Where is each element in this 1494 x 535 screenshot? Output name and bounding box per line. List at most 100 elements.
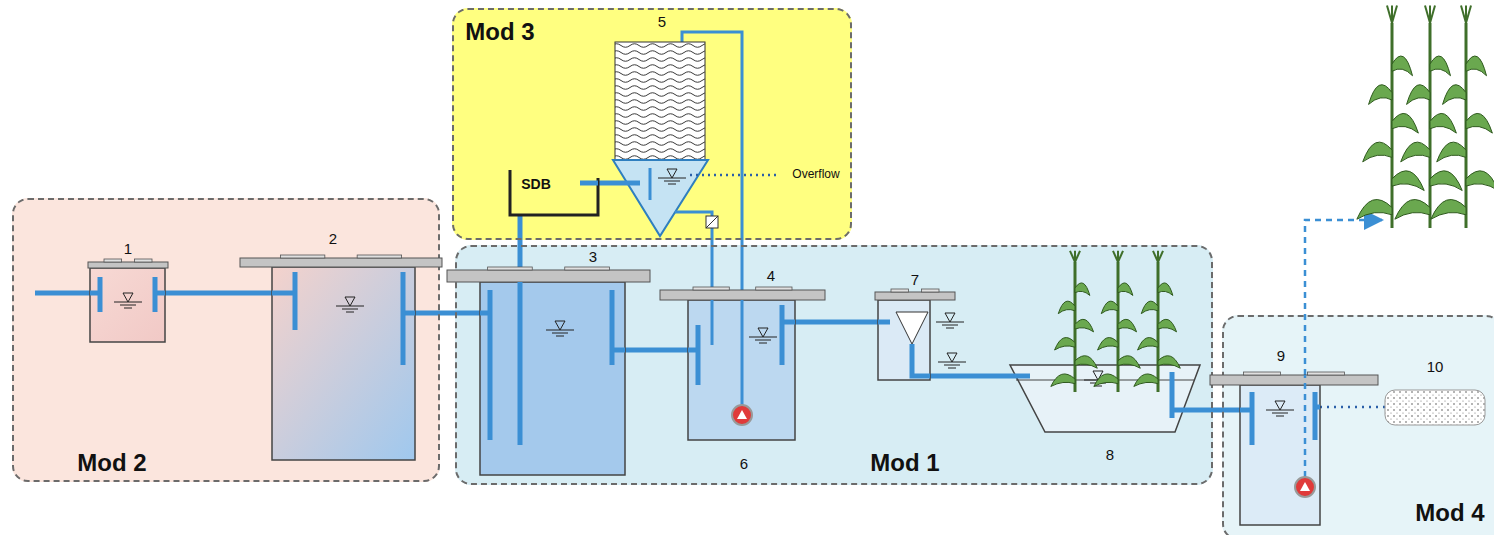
- water-level-symbol: [546, 330, 574, 331]
- plant-leaf: [1118, 319, 1137, 331]
- pipe: [401, 272, 406, 365]
- callout-number: 7: [911, 271, 919, 288]
- water-level-symbol: [944, 365, 960, 366]
- tank-body: [480, 282, 625, 475]
- water-level-symbol: [948, 368, 956, 369]
- plant-leaf: [1141, 301, 1158, 313]
- node-shape: [613, 42, 708, 236]
- plant-leaf: [1437, 142, 1466, 162]
- infiltration-bed: 10: [1385, 390, 1485, 425]
- node-shape: [510, 170, 598, 215]
- tank: 1: [90, 268, 165, 342]
- pipe: [878, 320, 890, 325]
- node-shape: [1240, 385, 1320, 525]
- water-level-symbol: [1275, 401, 1285, 410]
- node-shape: [1010, 251, 1200, 432]
- node-shape: [447, 267, 650, 475]
- pipe: [711, 300, 714, 345]
- node-shape: [875, 289, 966, 380]
- pipe: [272, 291, 295, 296]
- plant-leaf: [1407, 85, 1430, 105]
- node-shape: [480, 282, 625, 475]
- module-region: 12Mod 2: [12, 198, 440, 482]
- plant-leaf: [1395, 200, 1430, 220]
- pipe: [613, 181, 640, 186]
- tank-lid: [875, 292, 955, 300]
- irrigation-line: [1305, 220, 1382, 375]
- tank: 2: [272, 267, 415, 460]
- water-level-symbol: [942, 325, 958, 326]
- plant-leaf: [1430, 171, 1462, 191]
- plant-tassel: [1392, 5, 1397, 23]
- pipe-connector: [1200, 408, 1240, 413]
- lid-plate: [565, 267, 610, 270]
- water-level-symbol: [947, 353, 957, 362]
- plant-leaf: [1098, 338, 1118, 350]
- pipe: [675, 211, 708, 214]
- pipe: [153, 277, 158, 312]
- lid-plate: [921, 289, 939, 292]
- pipe: [98, 277, 103, 312]
- node-shape: [272, 267, 415, 460]
- lid-plate: [693, 287, 729, 290]
- plant-leaf: [1158, 283, 1173, 295]
- plant-tassel: [1425, 5, 1430, 23]
- tank: 3: [480, 282, 625, 475]
- filter-media: [615, 42, 705, 160]
- lid-plate: [1244, 372, 1281, 375]
- water-level-symbol: [1266, 410, 1294, 411]
- water-level-symbol: [936, 322, 964, 323]
- irrigation-line: [1304, 375, 1307, 477]
- pipe: [293, 272, 298, 330]
- module-region: SDB5Mod 3: [452, 8, 852, 240]
- tank-body: [90, 268, 165, 342]
- pipe-connector: [795, 320, 878, 325]
- tank: 7: [878, 300, 930, 380]
- tank-lid: [1210, 375, 1378, 385]
- water-level-symbol: [556, 336, 564, 337]
- water-level-symbol: [345, 297, 355, 306]
- plant-leaf: [1101, 301, 1118, 313]
- water-level-symbol: [346, 312, 354, 313]
- pipe: [610, 290, 615, 365]
- callout-number: 5: [658, 13, 666, 30]
- valve-symbol: [706, 216, 718, 228]
- plant-tassel: [1158, 251, 1163, 262]
- tank-body: [878, 300, 930, 380]
- plant-leaf: [1392, 113, 1418, 133]
- pipe: [1313, 392, 1318, 440]
- water-level-symbol: [1276, 416, 1284, 417]
- tank-body: [272, 267, 415, 460]
- node-shape: [90, 268, 165, 342]
- water-level-symbol: [114, 302, 142, 303]
- node-shape: [613, 42, 780, 236]
- plant-leaf: [1158, 356, 1180, 368]
- plant-tassel: [1118, 251, 1123, 262]
- node-shape: [660, 287, 825, 440]
- plant-leaf: [1075, 283, 1090, 295]
- pipe-connector: [1320, 406, 1385, 409]
- module-fill: [452, 8, 852, 240]
- crop-plants: [1357, 5, 1494, 228]
- plant-leaf: [1158, 319, 1177, 331]
- plant-leaf: [1075, 356, 1097, 368]
- v-notch: [896, 312, 928, 344]
- pipe: [696, 325, 701, 385]
- node-shape: [688, 300, 795, 440]
- plant-leaf: [1430, 56, 1451, 76]
- module-region: 910Mod 4: [1222, 315, 1494, 535]
- plant-tassel: [1461, 5, 1466, 23]
- water-level-symbol: [759, 343, 767, 344]
- lid-plate: [1307, 372, 1344, 375]
- water-level-symbol: [342, 309, 358, 310]
- tank-body: [1240, 385, 1320, 525]
- plant-leaf: [1118, 356, 1140, 368]
- plant-leaf: [1466, 56, 1487, 76]
- tank-body: [688, 300, 795, 440]
- callout-number: 8: [1106, 446, 1114, 463]
- water-level-symbol: [336, 306, 364, 307]
- overflow-line: [690, 174, 780, 177]
- valve-symbol: [706, 216, 718, 228]
- pipe-connector: [598, 181, 613, 186]
